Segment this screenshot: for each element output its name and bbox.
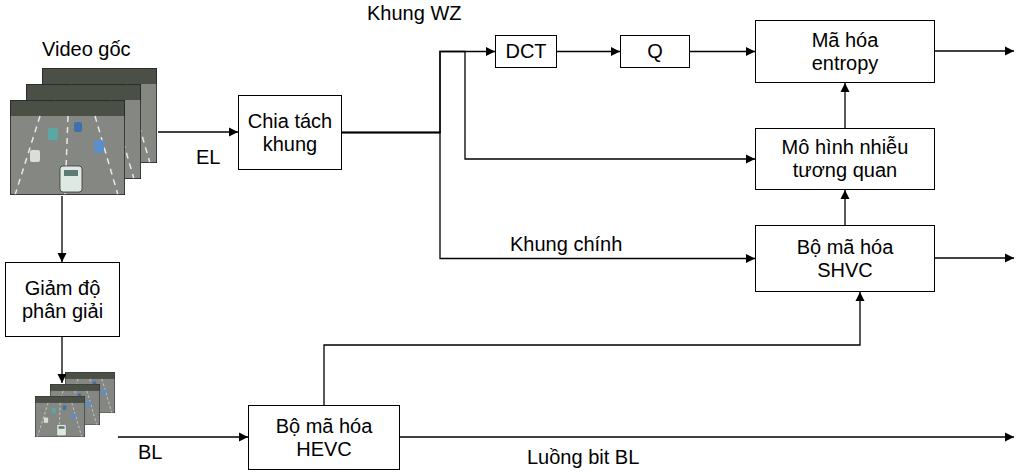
layer-label: EL (194, 146, 222, 169)
box-text: Bộ mã hóa SHVC (790, 236, 900, 282)
bl-arrow (118, 436, 248, 437)
box-text: DCT (505, 40, 546, 63)
flow-arrow (844, 83, 845, 128)
downscaled-video-frames (35, 372, 115, 437)
encoder-box: Bộ mã hóa SHVC (755, 225, 935, 292)
output-arrow (935, 50, 1014, 51)
box-text: Mã hóa entropy (795, 29, 895, 75)
downscale-arrow (61, 196, 62, 262)
output-arrow (935, 257, 1014, 258)
flow-arrow (324, 292, 860, 405)
layout-wires (62, 51, 1014, 437)
flow-arrow (690, 51, 755, 52)
original-video-frames (10, 68, 157, 195)
downscale-box: Giảm độ phân giải (5, 262, 120, 337)
flow-arrow (342, 52, 495, 133)
model-box: Mô hình nhiễu tương quan (755, 128, 935, 190)
box-text: Q (647, 40, 663, 63)
transform-box: DCT (495, 35, 557, 68)
split-box: Chia tách khung (238, 95, 342, 170)
layer-label: BL (136, 441, 164, 464)
flow-arrow (844, 190, 845, 225)
bitstream-arrow (400, 436, 1014, 437)
edge-label: Khung WZ (365, 2, 463, 25)
box-text: Mô hình nhiễu tương quan (770, 136, 920, 182)
box-text: Bộ mã hóa HEVC (269, 415, 379, 461)
edge-label: Khung chính (508, 233, 624, 256)
box-text: Chia tách khung (245, 110, 335, 156)
encoder-box: Bộ mã hóa HEVC (248, 405, 400, 470)
video-label: Video gốc (40, 38, 133, 61)
bitstream-label: Luồng bit BL (525, 446, 641, 469)
quantizer-box: Q (620, 35, 690, 68)
downscaled-arrow (61, 337, 62, 383)
el-arrow (158, 131, 238, 132)
flow-arrow (342, 133, 755, 259)
flow-arrow (557, 51, 620, 52)
encoder-box: Mã hóa entropy (755, 20, 935, 83)
box-text: Giảm độ phân giải (12, 277, 113, 323)
